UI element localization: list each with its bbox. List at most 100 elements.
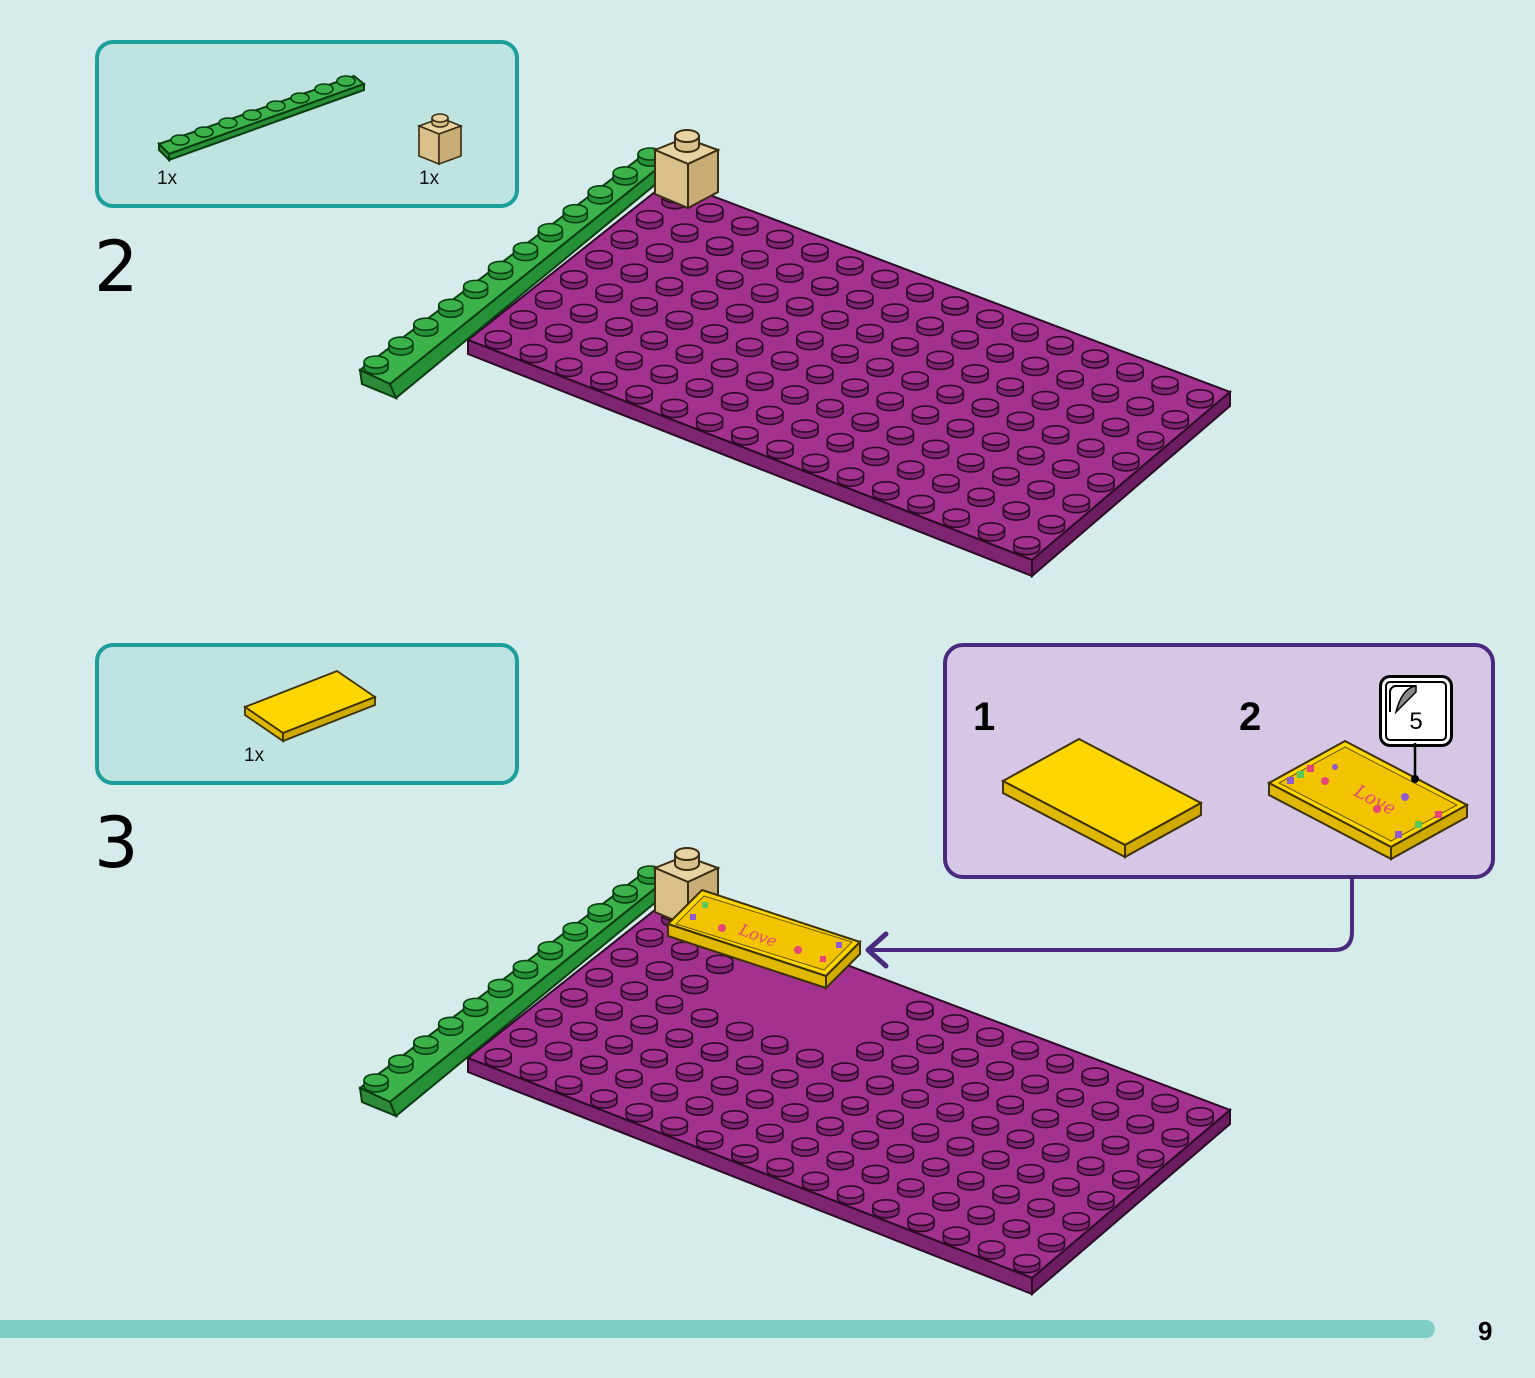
plate-stud-top <box>1046 1053 1074 1068</box>
plate-stud-top <box>941 1014 969 1028</box>
green-stud-top <box>437 298 464 313</box>
plate-stud-top <box>976 309 1004 323</box>
plate-stud-top <box>650 364 679 379</box>
plate-stud-top <box>1041 1143 1070 1157</box>
plate-stud-top <box>534 1007 563 1022</box>
plate-stud-top <box>816 1116 844 1131</box>
plate-stud-top <box>685 1096 714 1110</box>
plate-stud-top <box>886 425 915 440</box>
plate-stud-top <box>801 242 829 257</box>
studs-grid <box>484 189 1214 556</box>
plate-stud-top <box>901 371 929 385</box>
plate-stud-top <box>760 317 789 331</box>
plate-stud-top <box>1037 514 1066 529</box>
progress-bar <box>0 1320 1436 1338</box>
plate-stud-top <box>715 270 744 284</box>
plate-stud-top <box>876 1109 905 1124</box>
plate-stud-top <box>861 1164 890 1179</box>
plate-stud-top <box>821 310 849 324</box>
plate-stud-top <box>731 216 759 231</box>
plate-stud-top <box>1016 445 1045 460</box>
plate-stud-top <box>836 256 864 270</box>
green-stud-top <box>363 1073 389 1087</box>
plate-stud-top <box>570 303 598 318</box>
plate-stud-top <box>585 249 613 264</box>
plate-stud-top <box>560 269 588 284</box>
plate-stud-top <box>911 1123 940 1137</box>
plate-stud-top <box>851 412 880 426</box>
plate-stud-top <box>932 473 960 488</box>
plate-stud-top <box>796 1048 824 1063</box>
plate-stud-top <box>1081 1067 1109 1081</box>
plate-stud-top <box>620 981 649 996</box>
green-stud-top <box>612 884 638 898</box>
plate-stud-top <box>680 974 709 989</box>
plate-stud-top <box>831 344 859 358</box>
plate-stud-top <box>620 263 649 278</box>
plate-stud-top <box>806 1082 834 1097</box>
plate-stud-top <box>770 1069 799 1083</box>
plate-stud-top <box>951 329 979 344</box>
plate-stud-top <box>791 1137 819 1151</box>
plate-stud-top <box>881 1021 909 1035</box>
plate-stud-top <box>906 282 934 297</box>
plate-stud-top <box>1087 472 1115 487</box>
green-stud-top <box>388 1054 414 1068</box>
plate-stud-top <box>635 209 664 224</box>
plate-stud-top <box>907 494 935 509</box>
plate-stud-top <box>680 256 709 271</box>
plate-stud-top <box>1116 1080 1144 1095</box>
plate-stud-top <box>745 371 774 386</box>
plate-stud-top <box>554 357 583 372</box>
plate-stud-top <box>605 317 633 331</box>
green-stud-top <box>562 921 589 936</box>
tan-brick-1x1-part <box>416 113 464 166</box>
plate-stud-top <box>801 1171 830 1186</box>
plate-stud-top <box>1052 1177 1080 1192</box>
step-2-number: 2 <box>94 226 139 308</box>
yellow-tile-2x4-part <box>243 669 377 743</box>
plate-stud-top <box>981 1150 1010 1164</box>
plate-stud-top <box>1027 480 1055 494</box>
plate-stud-top <box>851 1130 880 1144</box>
plate-stud-top <box>595 283 623 298</box>
plate-stud-top <box>1012 1253 1041 1268</box>
plate-stud-top <box>625 384 653 399</box>
plate-stud-top <box>766 439 794 454</box>
plate-stud-top <box>645 243 674 257</box>
plate-stud-top <box>896 1178 925 1192</box>
plate-stud-top <box>811 276 839 291</box>
plate-stud-top <box>696 203 724 217</box>
plate-stud-top <box>544 323 573 338</box>
plate-stud-top <box>1136 1148 1165 1163</box>
plate-stud-top <box>685 378 714 392</box>
plate-stud-top <box>1056 369 1085 384</box>
plate-stud-top <box>635 927 664 942</box>
plate-stud-top <box>967 487 995 502</box>
plain-yellow-tile <box>1000 737 1204 859</box>
plate-stud-top <box>906 1000 934 1015</box>
plate-stud-top <box>731 1144 759 1158</box>
plate-stud-top <box>1037 1232 1066 1247</box>
green-stud-top <box>587 185 613 199</box>
plate-stud-top <box>725 1021 754 1036</box>
plate-stud-top <box>971 1116 1000 1130</box>
plate-stud-top <box>695 412 724 426</box>
plate-stud-top <box>650 1082 679 1097</box>
sub-step-1-number: 1 <box>973 695 996 739</box>
plate-stud-top <box>1161 410 1190 424</box>
green-plate-qty: 1x <box>157 168 178 189</box>
sticker-number: 5 <box>1409 708 1423 735</box>
plate-stud-top <box>866 1075 894 1090</box>
plate-stud-top <box>1081 349 1109 363</box>
plate-stud-top <box>605 1035 633 1049</box>
plate-stud-top <box>580 1055 608 1069</box>
plate-stud-top <box>665 1028 694 1043</box>
plate-stud-top <box>625 1102 653 1117</box>
green-stud-top <box>487 260 514 275</box>
plate-stud-top <box>705 236 734 251</box>
plate-stud-top <box>1066 404 1095 418</box>
plate-stud-top <box>886 1143 915 1158</box>
plate-stud-top <box>1006 411 1035 426</box>
plate-stud-top <box>660 398 689 413</box>
